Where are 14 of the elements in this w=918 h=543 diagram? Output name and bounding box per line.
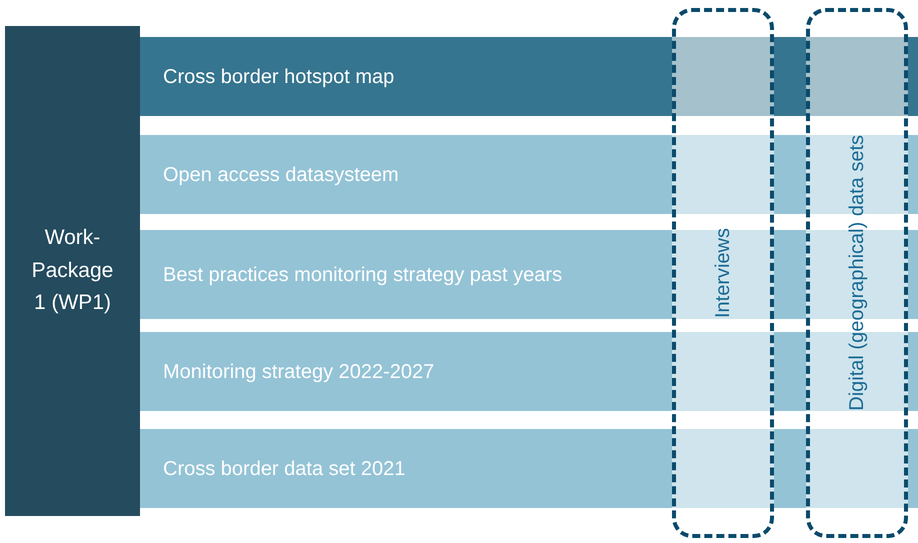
task-band: [140, 429, 918, 508]
box-label: Work-Package 1 (WP1): [30, 225, 114, 316]
band-label: Monitoring strategy 2022-2027: [163, 360, 434, 384]
dashed-column: [672, 8, 774, 538]
band-label: Open access datasysteem: [163, 162, 399, 188]
band-label: Cross border data set 2021: [163, 456, 406, 482]
column-label: Digital (geographical) data sets: [845, 135, 869, 411]
task-band: [140, 37, 918, 116]
band-label: Best practices monitoring strategy past years: [163, 262, 562, 288]
band-label: Cross border hotspot map: [163, 64, 394, 90]
dashed-column: [806, 8, 908, 538]
work-package-box: [5, 26, 140, 516]
task-band: [140, 135, 918, 214]
column-label: Interviews: [711, 228, 735, 318]
